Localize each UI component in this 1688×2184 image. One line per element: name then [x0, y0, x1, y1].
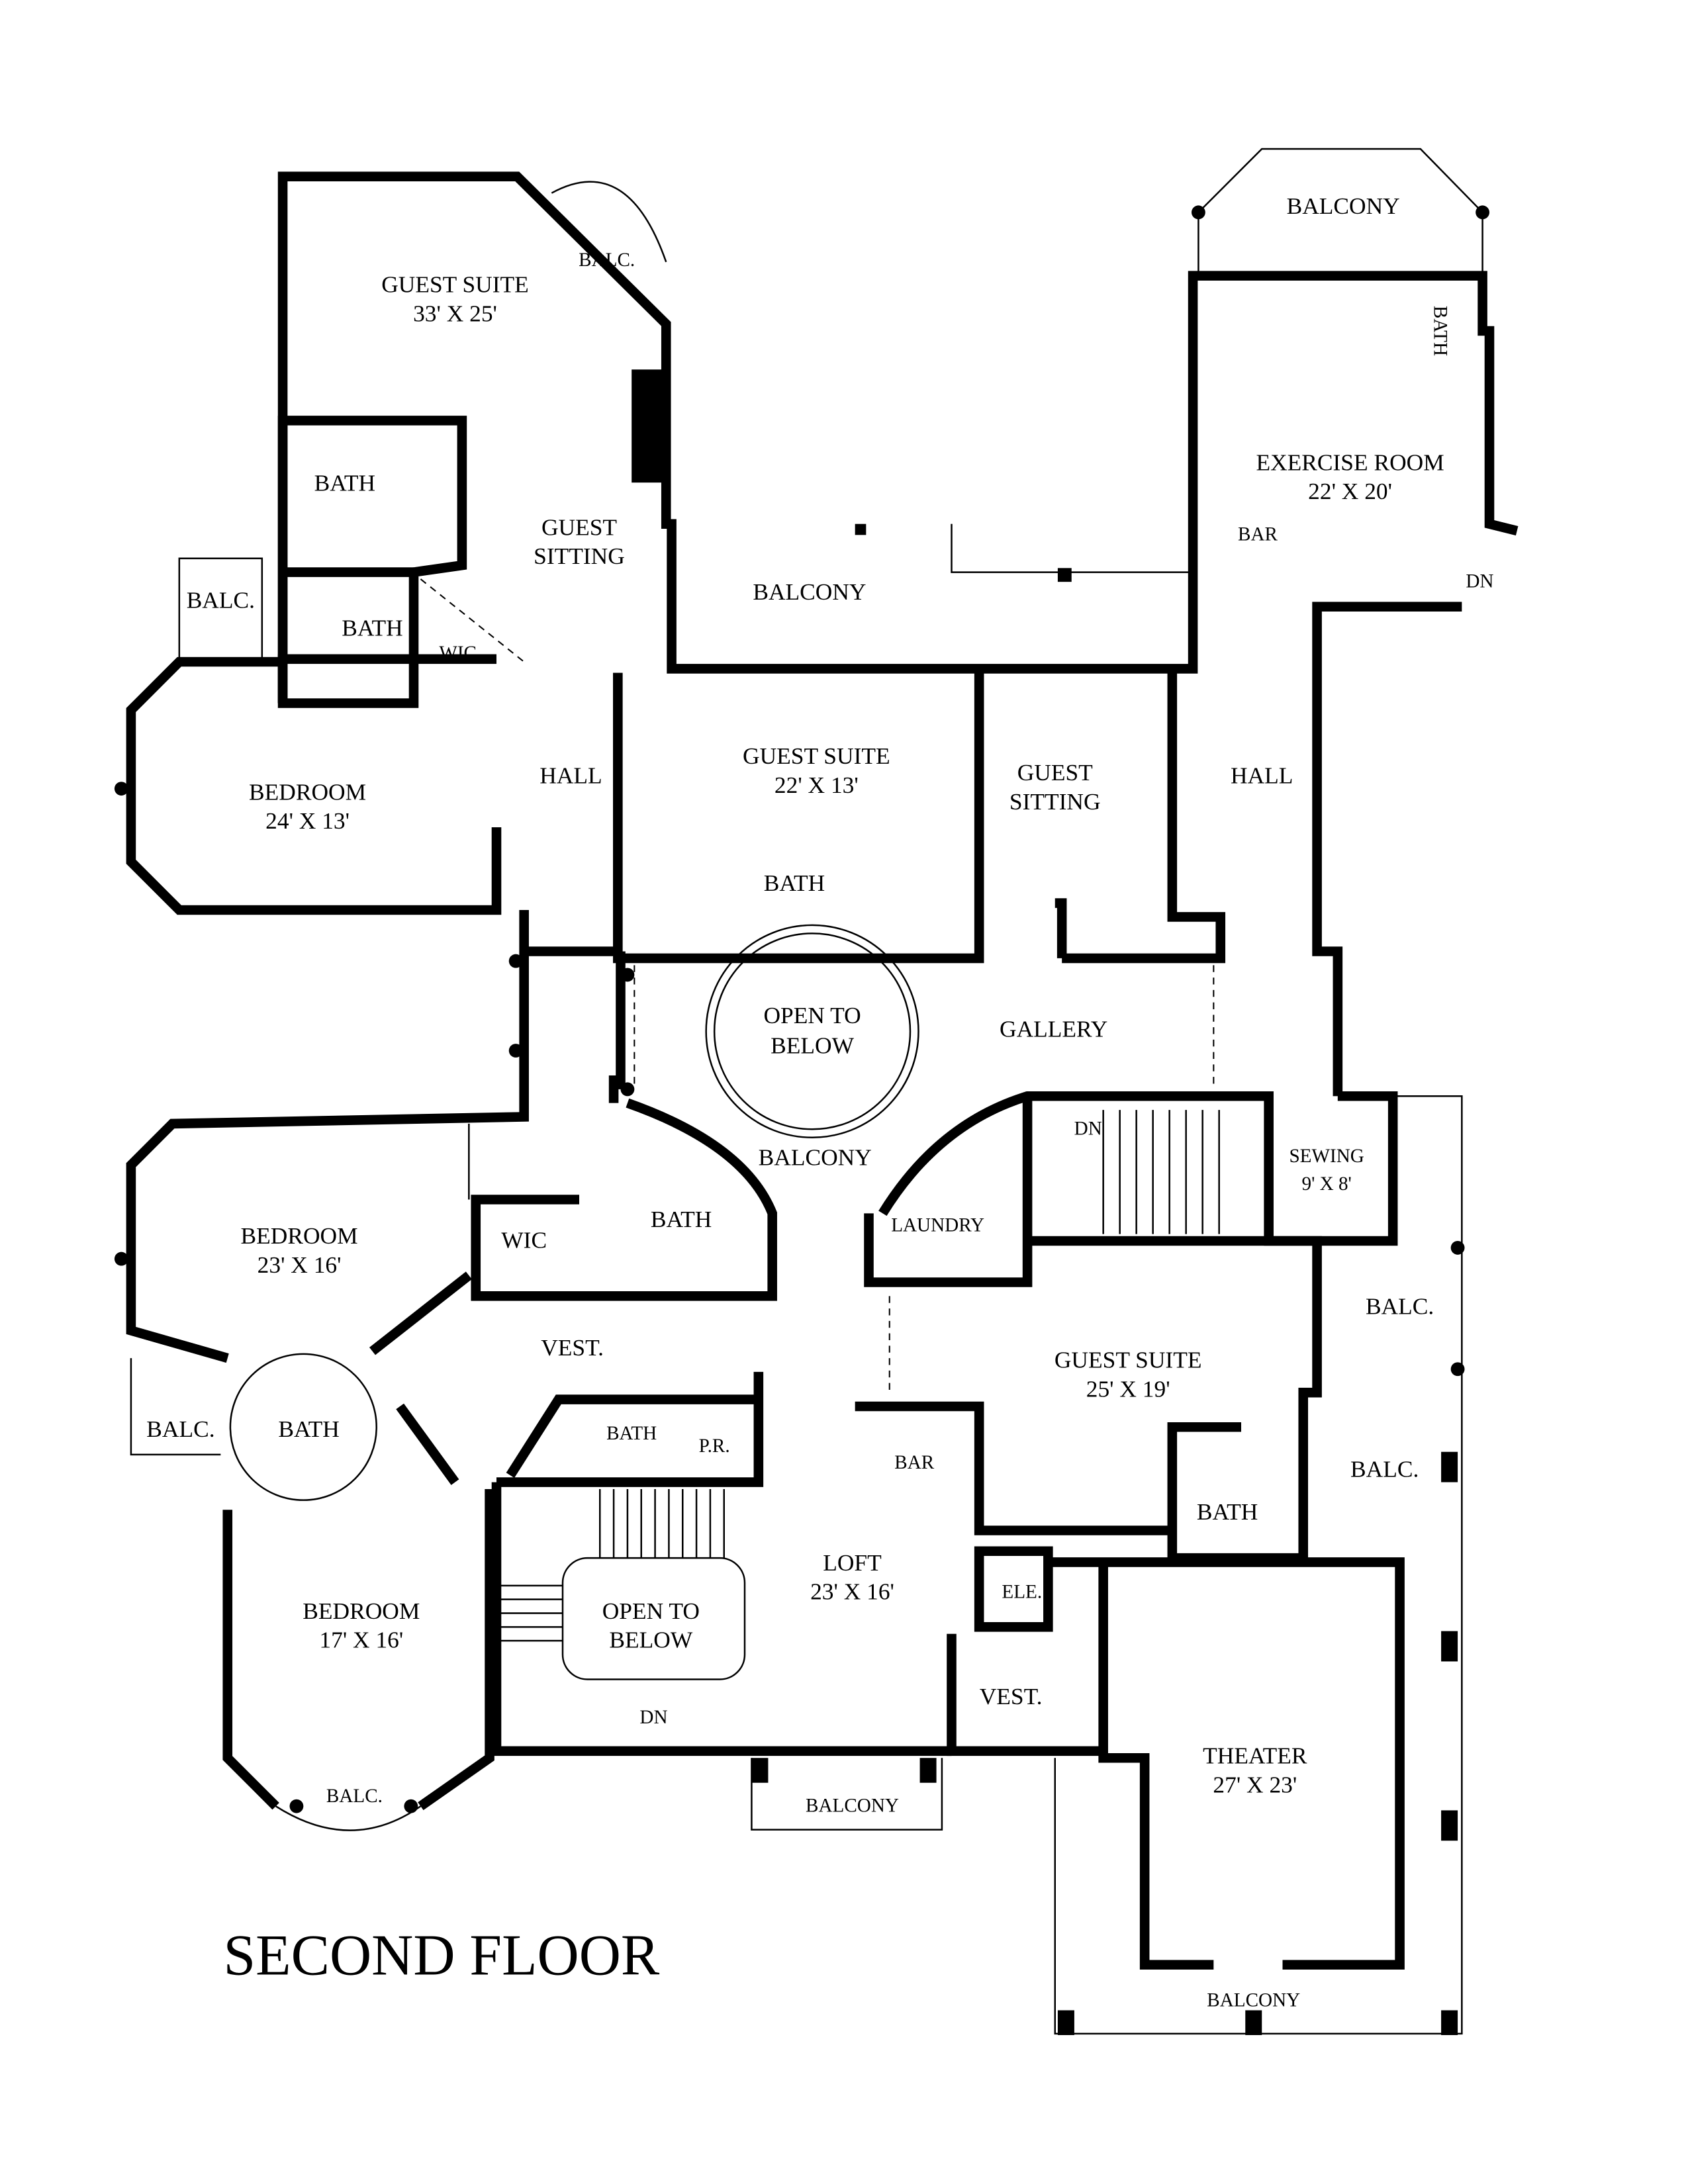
- bath-label: BATH: [764, 870, 825, 896]
- room-name: OPEN TO: [602, 1598, 700, 1624]
- bath-label: BATH: [314, 470, 375, 496]
- sewing-room: SEWING 9' X 8': [1289, 1146, 1364, 1195]
- room-name: THEATER: [1203, 1743, 1307, 1769]
- balc-label: BALC.: [187, 587, 255, 614]
- stair-down-label: DN: [1466, 571, 1493, 592]
- bar-label: BAR: [1238, 524, 1278, 545]
- room-size: 9' X 8': [1302, 1173, 1352, 1195]
- room-name: GUEST: [1017, 759, 1093, 786]
- balcony-label: BALCONY: [1207, 1989, 1300, 2011]
- vest-label: VEST.: [980, 1683, 1043, 1709]
- wic-label: WIC: [439, 643, 477, 664]
- room-name-line2: BELOW: [609, 1627, 692, 1653]
- room-name: BEDROOM: [303, 1598, 420, 1624]
- bath-label: BATH: [1197, 1498, 1258, 1525]
- room-name: GUEST SUITE: [381, 271, 529, 298]
- stair-down-label: DN: [1074, 1118, 1102, 1140]
- room-name: GUEST: [541, 514, 617, 540]
- balc-label: BALC.: [326, 1786, 383, 1807]
- room-size: 22' X 13': [774, 772, 859, 798]
- room-size: 23' X 16': [810, 1578, 894, 1605]
- bath-label: BATH: [1430, 306, 1451, 356]
- powder-room-label: P.R.: [699, 1435, 730, 1457]
- balc-label: BALC.: [146, 1416, 214, 1442]
- hall-label: HALL: [1231, 762, 1293, 788]
- bath-label: BATH: [278, 1416, 339, 1442]
- room-size: 22' X 20': [1308, 478, 1392, 504]
- open-to-below-1: OPEN TO BELOW: [763, 1002, 861, 1059]
- balc-label: BALC.: [579, 250, 635, 271]
- balcony-label: BALCONY: [759, 1144, 872, 1170]
- room-size: 27' X 23': [1213, 1771, 1297, 1797]
- guest-suite-2: GUEST SUITE 22' X 13': [743, 743, 890, 798]
- room-name: GUEST SUITE: [1055, 1347, 1202, 1373]
- room-size: 17' X 16': [319, 1627, 403, 1653]
- balc-label: BALC.: [1366, 1293, 1434, 1319]
- hall-label: HALL: [539, 762, 602, 788]
- plan-title: SECOND FLOOR: [224, 1923, 660, 1987]
- bedroom-3: BEDROOM 17' X 16': [303, 1598, 420, 1653]
- room-name: LOFT: [823, 1549, 882, 1576]
- guest-sitting-1: GUEST SITTING: [534, 514, 625, 569]
- bar-label: BAR: [894, 1452, 935, 1473]
- walls: [126, 171, 1519, 1970]
- room-name: OPEN TO: [763, 1002, 861, 1028]
- thin-lines: [130, 148, 1483, 2035]
- laundry-label: LAUNDRY: [891, 1214, 984, 1236]
- exercise-room: EXERCISE ROOM 22' X 20': [1256, 449, 1444, 504]
- room-name-line2: SITTING: [1009, 788, 1101, 815]
- room-size: 23' X 16': [258, 1251, 342, 1278]
- room-name: BEDROOM: [241, 1222, 358, 1249]
- room-name: BEDROOM: [249, 778, 366, 805]
- balc-label: BALC.: [1350, 1455, 1419, 1482]
- room-name: GUEST SUITE: [743, 743, 890, 769]
- open-to-below-2: OPEN TO BELOW: [602, 1598, 700, 1653]
- room-name-line2: SITTING: [534, 543, 625, 569]
- bath-label: BATH: [342, 614, 402, 641]
- room-size: 24' X 13': [265, 807, 350, 834]
- bath-label: BATH: [651, 1206, 712, 1232]
- wic-label: WIC: [501, 1226, 547, 1253]
- balcony-label: BALCONY: [806, 1796, 899, 1817]
- stair-down-label: DN: [639, 1707, 667, 1728]
- room-name: SEWING: [1289, 1146, 1364, 1167]
- room-name-line2: BELOW: [771, 1032, 854, 1059]
- elevator-label: ELE.: [1002, 1582, 1042, 1603]
- room-size: 25' X 19': [1086, 1375, 1170, 1402]
- gallery-label: GALLERY: [1000, 1016, 1107, 1042]
- vest-label: VEST.: [541, 1334, 604, 1361]
- room-name: EXERCISE ROOM: [1256, 449, 1444, 475]
- room-size: 33' X 25': [413, 300, 497, 326]
- balcony-label: BALCONY: [753, 578, 866, 605]
- bath-label: BATH: [606, 1423, 657, 1444]
- balcony-label: BALCONY: [1287, 193, 1400, 219]
